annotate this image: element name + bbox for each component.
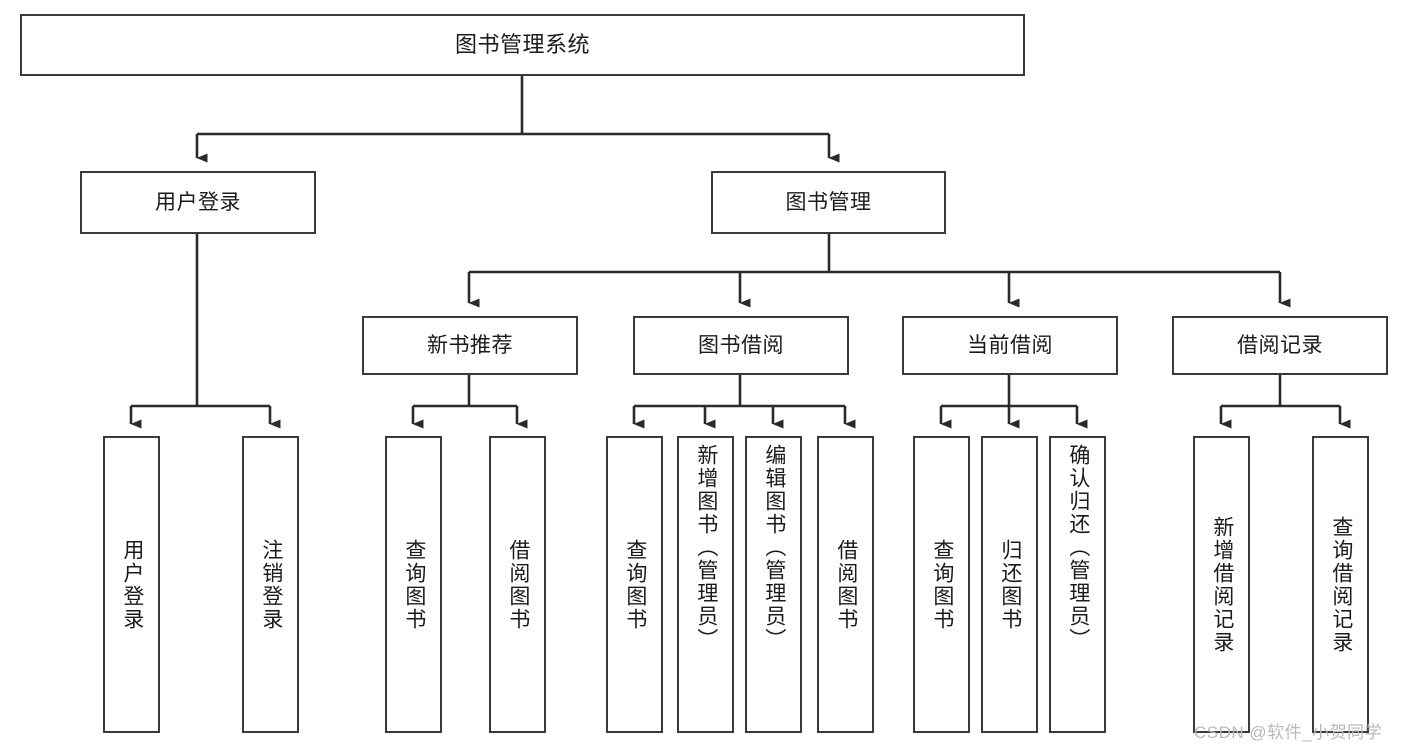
node-leaf-edit-book[interactable]: 编辑图书（管理员） [745, 436, 802, 733]
node-label-leaf-borrow-book-2: 借阅图书 [834, 538, 858, 631]
node-book-borrow[interactable]: 图书借阅 [633, 316, 849, 375]
node-new-book-recommend[interactable]: 新书推荐 [362, 316, 578, 375]
node-label-leaf-return-book: 归还图书 [998, 538, 1022, 631]
node-leaf-add-book[interactable]: 新增图书（管理员） [677, 436, 734, 733]
node-label-book-borrow: 图书借阅 [698, 334, 784, 357]
edges-borrowrecord-to-leaves [1219, 375, 1351, 429]
node-label-leaf-user-logout: 注销登录 [259, 538, 283, 631]
node-label-current-borrow: 当前借阅 [967, 334, 1053, 357]
edges-bookmgmt-to-level3 [467, 234, 1291, 308]
node-user-login[interactable]: 用户登录 [80, 171, 316, 234]
node-label-leaf-borrow-book-1: 借阅图书 [506, 538, 530, 631]
node-label-leaf-edit-book: 编辑图书（管理员） [762, 444, 786, 651]
node-leaf-add-record[interactable]: 新增借阅记录 [1193, 436, 1250, 733]
node-label-leaf-query-book-2: 查询图书 [623, 538, 647, 631]
node-label-borrow-record: 借阅记录 [1237, 334, 1323, 357]
node-label-new-book-recommend: 新书推荐 [427, 334, 513, 357]
csdn-watermark: CSDN @软件_小贺同学 [1194, 723, 1383, 742]
node-borrow-record[interactable]: 借阅记录 [1172, 316, 1388, 375]
node-leaf-user-login[interactable]: 用户登录 [103, 436, 160, 733]
node-leaf-user-logout[interactable]: 注销登录 [242, 436, 299, 733]
node-leaf-query-book-1[interactable]: 查询图书 [385, 436, 442, 733]
node-leaf-borrow-book-2[interactable]: 借阅图书 [817, 436, 874, 733]
node-leaf-query-record[interactable]: 查询借阅记录 [1312, 436, 1369, 733]
node-label-leaf-add-record: 新增借阅记录 [1210, 515, 1234, 654]
node-root-system[interactable]: 图书管理系统 [20, 14, 1025, 76]
node-label-root: 图书管理系统 [454, 32, 590, 57]
node-label-book-management: 图书管理 [785, 191, 872, 214]
node-label-user-login: 用户登录 [155, 191, 241, 214]
node-label-leaf-query-book-1: 查询图书 [402, 538, 426, 631]
node-label-leaf-user-login: 用户登录 [120, 538, 144, 631]
node-label-leaf-confirm-return: 确认归还（管理员） [1066, 444, 1090, 651]
node-label-leaf-query-record: 查询借阅记录 [1329, 515, 1353, 654]
edges-root-to-level2 [195, 76, 840, 163]
edges-newbook-to-leaves [411, 375, 528, 429]
node-label-leaf-query-book-3: 查询图书 [930, 538, 954, 631]
edges-bookborrow-to-leaves [632, 375, 856, 429]
node-book-management[interactable]: 图书管理 [711, 171, 946, 234]
node-leaf-query-book-3[interactable]: 查询图书 [913, 436, 970, 733]
edges-userlogin-to-leaves [129, 234, 281, 429]
edges-currentborrow-to-leaves [939, 375, 1088, 429]
node-leaf-borrow-book-1[interactable]: 借阅图书 [489, 436, 546, 733]
node-leaf-confirm-return[interactable]: 确认归还（管理员） [1049, 436, 1106, 733]
node-label-leaf-add-book: 新增图书（管理员） [694, 444, 718, 651]
node-leaf-query-book-2[interactable]: 查询图书 [606, 436, 663, 733]
node-current-borrow[interactable]: 当前借阅 [902, 316, 1118, 375]
node-leaf-return-book[interactable]: 归还图书 [981, 436, 1038, 733]
